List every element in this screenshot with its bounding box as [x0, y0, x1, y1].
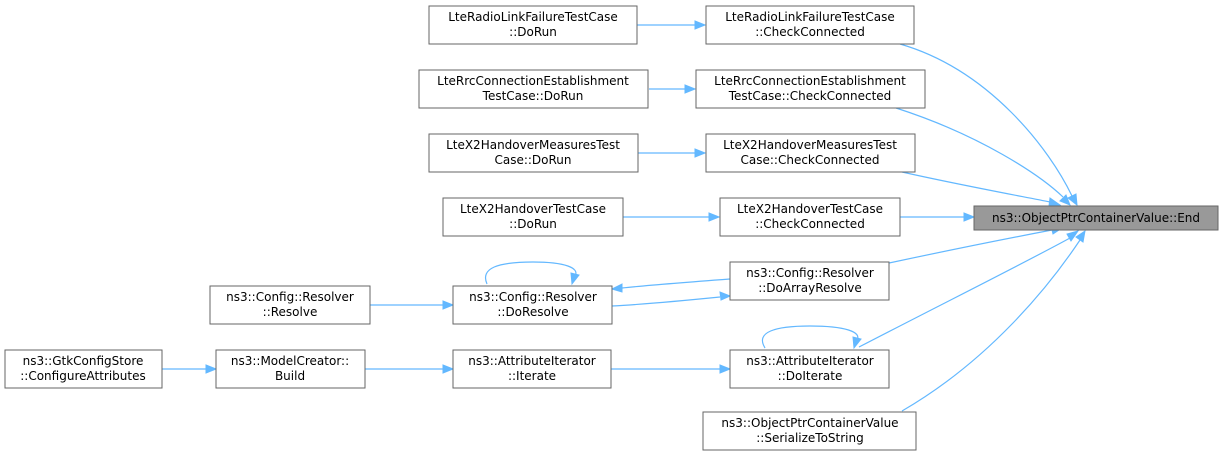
node-label-line1: LteRrcConnectionEstablishment — [437, 74, 629, 88]
node-config-resolver-doresolve[interactable]: ns3::Config::Resolver ::DoResolve — [452, 285, 613, 325]
node-rrc-do-run[interactable]: LteRrcConnectionEstablishment TestCase::… — [418, 69, 649, 109]
node-label-line1: LteX2HandoverTestCase — [460, 202, 606, 216]
node-label-line1: ns3::ModelCreator:: — [231, 354, 349, 368]
edge-serialize-to-end — [901, 229, 1086, 412]
node-label-line1: ns3::AttributeIterator — [468, 354, 596, 368]
node-rlf-do-run[interactable]: LteRadioLinkFailureTestCase ::DoRun — [428, 5, 638, 45]
node-x2h-check-connected[interactable]: LteX2HandoverTestCase ::CheckConnected — [719, 197, 901, 237]
nodes: ns3::ObjectPtrContainerValue::End LteRad… — [4, 5, 1219, 451]
node-label-line1: LteX2HandoverTestCase — [737, 202, 883, 216]
node-label-line1: LteRrcConnectionEstablishment — [714, 74, 906, 88]
node-label-line2: ::ConfigureAttributes — [20, 369, 145, 383]
edge-rlf-run-to-rlf-check — [637, 20, 707, 30]
edge-configattrs-to-build — [162, 364, 218, 374]
node-label-line1: LteRadioLinkFailureTestCase — [725, 10, 895, 24]
node-label-line2: ::SerializeToString — [756, 431, 864, 445]
edge-x2h-check-to-end — [900, 212, 976, 222]
node-label-line2: Case::DoRun — [494, 153, 571, 167]
edge-doresolve-self — [484, 261, 580, 286]
node-rlf-check-connected[interactable]: LteRadioLinkFailureTestCase ::CheckConne… — [705, 5, 915, 45]
edge-iterate-to-doiterate — [611, 364, 732, 374]
edge-build-to-iterate — [365, 364, 455, 374]
node-gtkconfigstore-configureattributes[interactable]: ns3::GtkConfigStore ::ConfigureAttribute… — [4, 349, 163, 389]
node-label: ns3::ObjectPtrContainerValue::End — [992, 211, 1200, 225]
node-x2m-check-connected[interactable]: LteX2HandoverMeasuresTest Case::CheckCon… — [705, 133, 916, 173]
node-label-line2: ::DoIterate — [778, 369, 843, 383]
node-label-line2: ::DoArrayResolve — [758, 281, 862, 295]
node-label-line2: TestCase::DoRun — [482, 89, 584, 103]
node-label-line2: ::CheckConnected — [755, 217, 865, 231]
node-label-line2: TestCase::CheckConnected — [728, 89, 892, 103]
edge-x2m-check-to-end — [901, 171, 1062, 207]
node-label-line2: Case::CheckConnected — [741, 153, 880, 167]
node-label-line2: ::Resolve — [263, 305, 318, 319]
node-label-line2: ::CheckConnected — [755, 25, 865, 39]
node-label-line1: ns3::Config::Resolver — [226, 290, 354, 304]
node-label-line1: ns3::AttributeIterator — [746, 354, 874, 368]
edge-rrc-check-to-end — [895, 107, 1071, 206]
node-label-line1: LteX2HandoverMeasuresTest — [723, 138, 897, 152]
node-label-line2: Build — [275, 369, 305, 383]
node-label-line1: ns3::ObjectPtrContainerValue — [721, 416, 898, 430]
node-label-line2: ::Iterate — [508, 369, 556, 383]
edge-doresolve-to-doarray — [611, 291, 732, 307]
edge-doarray-to-doresolve — [610, 278, 731, 293]
node-objectptrcontainervalue-serializetostring[interactable]: ns3::ObjectPtrContainerValue ::Serialize… — [702, 411, 917, 451]
node-label-line1: ns3::GtkConfigStore — [23, 354, 144, 368]
edge-doarray-to-end — [888, 225, 1064, 264]
node-label-line2: ::DoResolve — [497, 305, 568, 319]
node-config-resolver-doarrayresolve[interactable]: ns3::Config::Resolver ::DoArrayResolve — [729, 261, 890, 301]
node-attributeiterator-doiterate[interactable]: ns3::AttributeIterator ::DoIterate — [729, 349, 890, 389]
node-rrc-check-connected[interactable]: LteRrcConnectionEstablishment TestCase::… — [695, 69, 926, 109]
node-attributeiterator-iterate[interactable]: ns3::AttributeIterator ::Iterate — [452, 349, 612, 389]
edge-rlf-check-to-end — [899, 43, 1078, 207]
node-label-line2: ::DoRun — [509, 217, 557, 231]
edge-x2h-run-to-x2h-check — [623, 212, 721, 222]
node-config-resolver-resolve[interactable]: ns3::Config::Resolver ::Resolve — [209, 285, 371, 325]
edge-rrc-run-to-rrc-check — [649, 84, 697, 94]
node-label-line1: LteX2HandoverMeasuresTest — [446, 138, 620, 152]
edge-resolve-to-doresolve — [370, 300, 455, 310]
edges — [162, 20, 1086, 412]
node-x2m-do-run[interactable]: LteX2HandoverMeasuresTest Case::DoRun — [428, 133, 639, 173]
node-label-line1: ns3::Config::Resolver — [469, 290, 597, 304]
edge-doiterate-self — [762, 325, 862, 350]
node-modelcreator-build[interactable]: ns3::ModelCreator:: Build — [215, 349, 366, 389]
node-x2h-do-run[interactable]: LteX2HandoverTestCase ::DoRun — [442, 197, 624, 237]
node-label-line1: LteRadioLinkFailureTestCase — [448, 10, 618, 24]
node-objectptrcontainervalue-end[interactable]: ns3::ObjectPtrContainerValue::End — [973, 205, 1219, 231]
edge-doiterate-to-end — [858, 230, 1080, 348]
edge-x2m-run-to-x2m-check — [638, 148, 707, 158]
node-label-line2: ::DoRun — [509, 25, 557, 39]
node-label-line1: ns3::Config::Resolver — [746, 266, 874, 280]
